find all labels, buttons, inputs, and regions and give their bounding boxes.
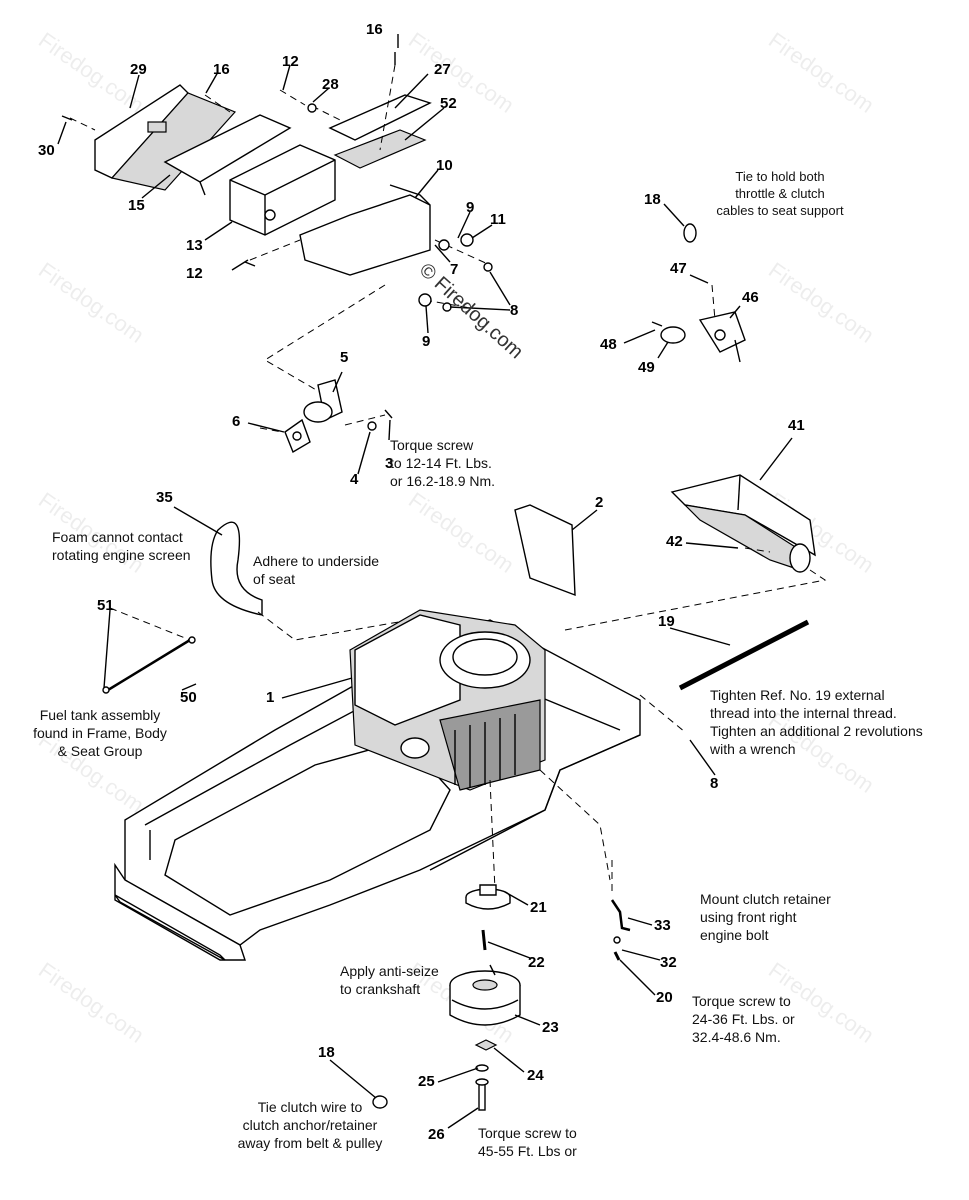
note-tie-clutch-wire: Tie clutch wire to clutch anchor/retaine… bbox=[237, 1099, 383, 1151]
callout-16: 16 bbox=[213, 61, 230, 78]
callout-20: 20 bbox=[656, 989, 673, 1006]
gasket-6-drawing bbox=[284, 418, 311, 454]
shield-27-drawing bbox=[328, 94, 432, 141]
note-foam: Foam cannot contact rotating engine scre… bbox=[52, 529, 191, 563]
note-anti-seize: Apply anti-seize to crankshaft bbox=[340, 963, 439, 997]
callout-16: 16 bbox=[366, 21, 383, 38]
washer-24-drawing bbox=[474, 1039, 498, 1051]
note-mount-clutch: Mount clutch retainer using front right … bbox=[700, 891, 831, 943]
callout-29: 29 bbox=[130, 61, 147, 78]
callout-27: 27 bbox=[434, 61, 451, 78]
cable-clamp-49-drawing bbox=[660, 326, 686, 344]
retainer-33-drawing bbox=[610, 899, 631, 932]
note-torque-screw-20: Torque screw to 24-36 Ft. Lbs. or 32.4-4… bbox=[692, 993, 795, 1045]
callout-24: 24 bbox=[527, 1067, 544, 1084]
callout-23: 23 bbox=[542, 1019, 559, 1036]
callout-15: 15 bbox=[128, 197, 145, 214]
callout-12: 12 bbox=[186, 265, 203, 282]
callout-4: 4 bbox=[350, 471, 359, 488]
heat-shield-29-drawing bbox=[94, 84, 237, 191]
callout-18: 18 bbox=[644, 191, 661, 208]
callout-19: 19 bbox=[658, 613, 675, 630]
pulley-21-drawing bbox=[465, 884, 511, 910]
engine-1-drawing bbox=[349, 609, 546, 791]
callout-30: 30 bbox=[38, 142, 55, 159]
callout-13: 13 bbox=[186, 237, 203, 254]
callout-46: 46 bbox=[742, 289, 759, 306]
callout-9: 9 bbox=[422, 333, 431, 350]
key-22-drawing bbox=[481, 929, 487, 951]
callout-3: 3 bbox=[385, 455, 394, 472]
callout-21: 21 bbox=[530, 899, 547, 916]
callout-28: 28 bbox=[322, 76, 339, 93]
callout-48: 48 bbox=[600, 336, 617, 353]
callout-7: 7 bbox=[450, 261, 459, 278]
clutch-23-drawing bbox=[449, 964, 521, 1026]
callout-32: 32 bbox=[660, 954, 677, 971]
callout-5: 5 bbox=[340, 349, 349, 366]
callout-47: 47 bbox=[670, 260, 687, 277]
note-tie-cables: Tie to hold both throttle & clutch cable… bbox=[716, 169, 844, 218]
callout-18: 18 bbox=[318, 1044, 335, 1061]
callout-8: 8 bbox=[510, 302, 519, 319]
callout-6: 6 bbox=[232, 413, 241, 430]
muffler-13-drawing bbox=[229, 144, 336, 236]
callout-10: 10 bbox=[436, 157, 453, 174]
callout-12: 12 bbox=[282, 53, 299, 70]
bolt-26-drawing bbox=[475, 1064, 489, 1111]
note-torque-screw-3: Torque screw to 12-14 Ft. Lbs. or 16.2-1… bbox=[390, 437, 496, 489]
plate-2-drawing bbox=[514, 504, 576, 597]
note-tighten: Tighten Ref. No. 19 external thread into… bbox=[710, 687, 923, 757]
callout-8: 8 bbox=[710, 775, 719, 792]
exhaust-elbow-5-drawing bbox=[303, 379, 343, 423]
bracket-15-drawing bbox=[163, 114, 292, 196]
callout-52: 52 bbox=[440, 95, 457, 112]
seat-support-41-drawing bbox=[670, 474, 816, 573]
callout-49: 49 bbox=[638, 359, 655, 376]
callout-22: 22 bbox=[528, 954, 545, 971]
bracket-10-drawing bbox=[299, 184, 431, 276]
foam-35-drawing bbox=[210, 521, 263, 616]
note-torque-screw-26: Torque screw to 45-55 Ft. Lbs or bbox=[478, 1125, 577, 1159]
callout-42: 42 bbox=[666, 533, 683, 550]
callout-2: 2 bbox=[595, 494, 604, 511]
callout-50: 50 bbox=[180, 689, 197, 706]
callout-26: 26 bbox=[428, 1126, 445, 1143]
callout-9: 9 bbox=[466, 199, 475, 216]
callout-41: 41 bbox=[788, 417, 805, 434]
callout-35: 35 bbox=[156, 489, 173, 506]
cable-tie-18-drawing bbox=[683, 223, 697, 243]
callout-51: 51 bbox=[97, 597, 114, 614]
callout-1: 1 bbox=[266, 689, 275, 706]
callout-11: 11 bbox=[490, 211, 506, 228]
callout-33: 33 bbox=[654, 917, 671, 934]
note-adhere: Adhere to underside of seat bbox=[253, 553, 380, 587]
cable-bracket-46-drawing bbox=[698, 311, 746, 363]
callout-25: 25 bbox=[418, 1073, 435, 1090]
tie-18-drawing bbox=[372, 1095, 388, 1109]
note-fuel-tank: Fuel tank assembly found in Frame, Body … bbox=[33, 707, 167, 759]
